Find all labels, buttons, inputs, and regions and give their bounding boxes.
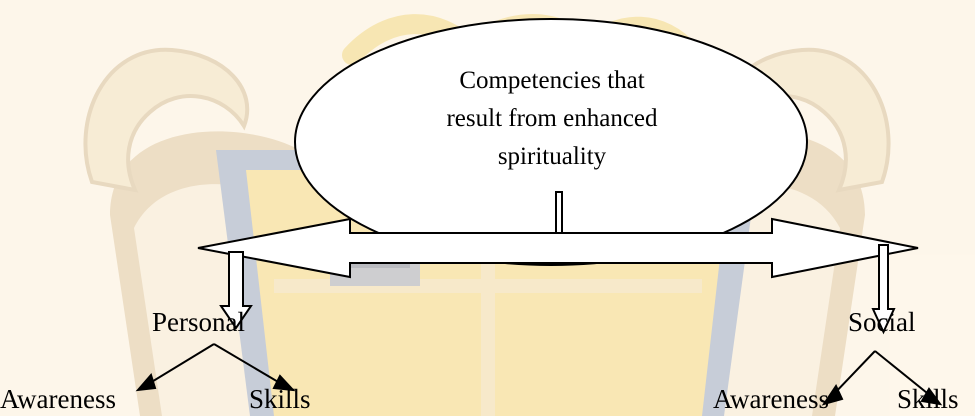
center-line-2: result from enhanced — [446, 105, 658, 132]
social-skills-arrowhead — [920, 387, 943, 406]
personal-awareness-label: Awareness — [0, 384, 116, 414]
social-awareness-label: Awareness — [713, 384, 829, 414]
center-concept-text: Competencies that result from enhanced s… — [400, 62, 704, 176]
social-awareness-arrowhead — [821, 383, 844, 406]
social-label: Social — [848, 307, 916, 337]
diagram-structure — [197, 18, 919, 335]
social-skills-line — [874, 350, 933, 398]
personal-down-arrow — [219, 251, 253, 330]
personal-skills-arrowhead — [272, 374, 296, 392]
center-connector — [555, 191, 563, 239]
social-skills-label: Skills — [897, 384, 959, 414]
branch-lines — [135, 343, 943, 406]
center-line-3: spirituality — [497, 143, 607, 170]
competencies-ellipse — [294, 18, 808, 266]
social-down-arrow — [871, 244, 896, 335]
personal-label: Personal — [152, 307, 245, 337]
personal-skills-line — [213, 343, 286, 387]
center-line-1: Competencies that — [459, 67, 645, 94]
personal-skills-label: Skills — [249, 384, 311, 414]
personal-awareness-arrowhead — [135, 372, 157, 392]
personal-awareness-line — [144, 343, 215, 387]
horizontal-double-arrow — [197, 217, 919, 279]
